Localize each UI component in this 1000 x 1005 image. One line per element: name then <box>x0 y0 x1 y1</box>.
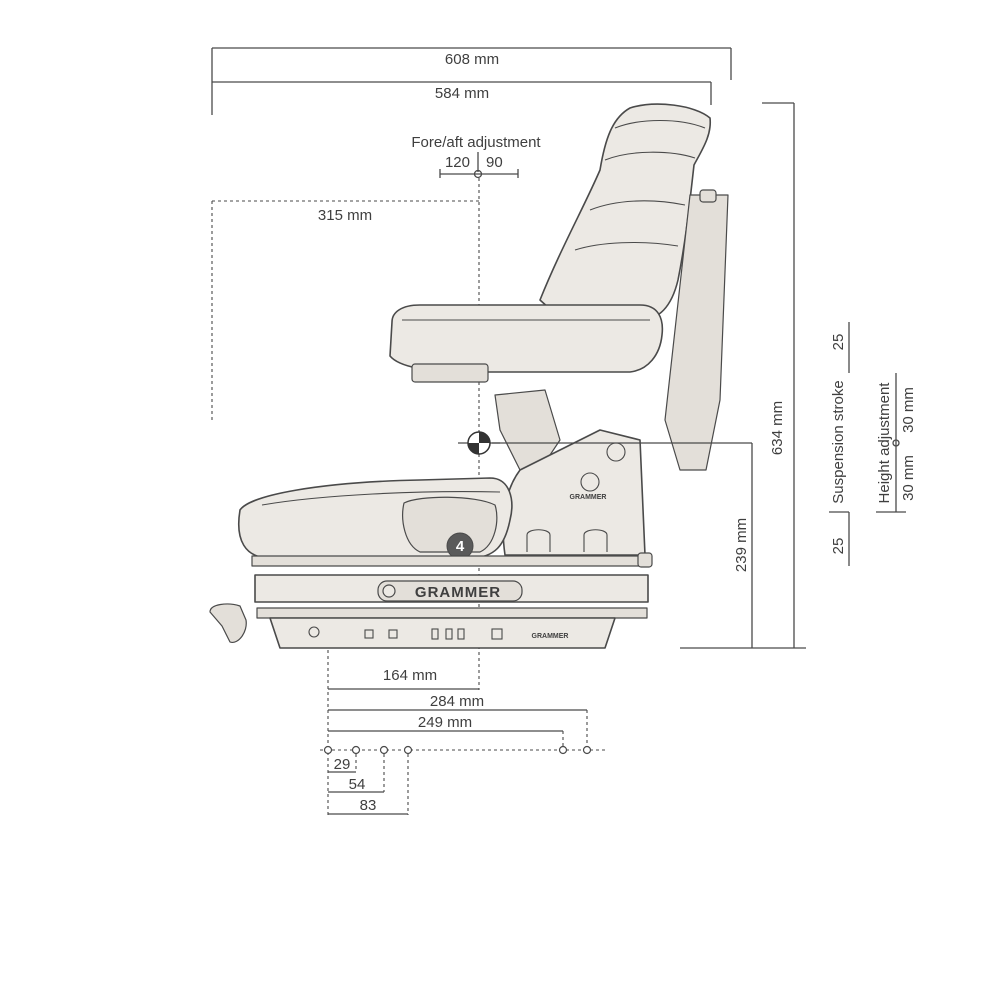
sip-height-label: 239 mm <box>733 518 750 572</box>
base-width-dimension: 584 mm <box>212 81 712 105</box>
seat-illustration: GRAMMER 4 GRAMMER GRAMMER <box>209 103 729 649</box>
suspension-stroke-dimension: 25 Suspension stroke 25 <box>829 322 850 566</box>
fore-aft-center-point <box>473 169 483 179</box>
overall-width-label: 608 mm <box>445 51 499 68</box>
total-height-dimension: 634 mm <box>680 102 806 649</box>
mount-hole <box>351 745 361 755</box>
base-logo-text: GRAMMER <box>415 584 501 601</box>
overall-width-dimension: 608 mm <box>211 47 732 115</box>
fore-aft-title: Fore/aft adjustment <box>411 134 541 151</box>
mount-hole <box>323 745 333 755</box>
sip-height-dimension: 239 mm <box>492 442 753 648</box>
height-adjustment-label: Height adjustment <box>876 382 893 504</box>
mounting-dimensions: 164 mm 284 mm 249 mm 29 54 83 <box>320 650 608 815</box>
height-adjustment-up-value: 30 mm <box>900 387 917 433</box>
mount-hole <box>379 745 389 755</box>
mount-hole <box>558 745 568 755</box>
hole-83-label: 83 <box>360 797 377 814</box>
mount-hole <box>403 745 413 755</box>
fore-aft-dimension: Fore/aft adjustment 120 90 <box>411 134 541 179</box>
height-adjustment-dimension: Height adjustment 30 mm 30 mm <box>876 373 917 513</box>
base-width-label: 584 mm <box>435 85 489 102</box>
bracket-logo-text: GRAMMER <box>570 494 607 501</box>
rail-logo-text: GRAMMER <box>532 633 569 640</box>
fore-aft-left-value: 120 <box>445 154 470 171</box>
suspension-bottom-value: 25 <box>830 538 847 555</box>
total-height-label: 634 mm <box>769 401 786 455</box>
sip-offset-label: 315 mm <box>318 207 372 224</box>
mount-284-label: 284 mm <box>430 693 484 710</box>
mount-164-label: 164 mm <box>383 667 437 684</box>
suspension-top-value: 25 <box>830 334 847 351</box>
callout-number: 4 <box>456 538 465 555</box>
hole-54-label: 54 <box>349 776 366 793</box>
seat-index-point <box>458 431 500 455</box>
height-adjustment-down-value: 30 mm <box>900 455 917 501</box>
mount-249-label: 249 mm <box>418 714 472 731</box>
fore-aft-right-value: 90 <box>486 154 503 171</box>
hole-29-label: 29 <box>334 756 351 773</box>
suspension-stroke-label: Suspension stroke <box>830 380 847 503</box>
mount-hole <box>582 745 592 755</box>
sip-offset-dimension: 315 mm <box>211 178 480 690</box>
